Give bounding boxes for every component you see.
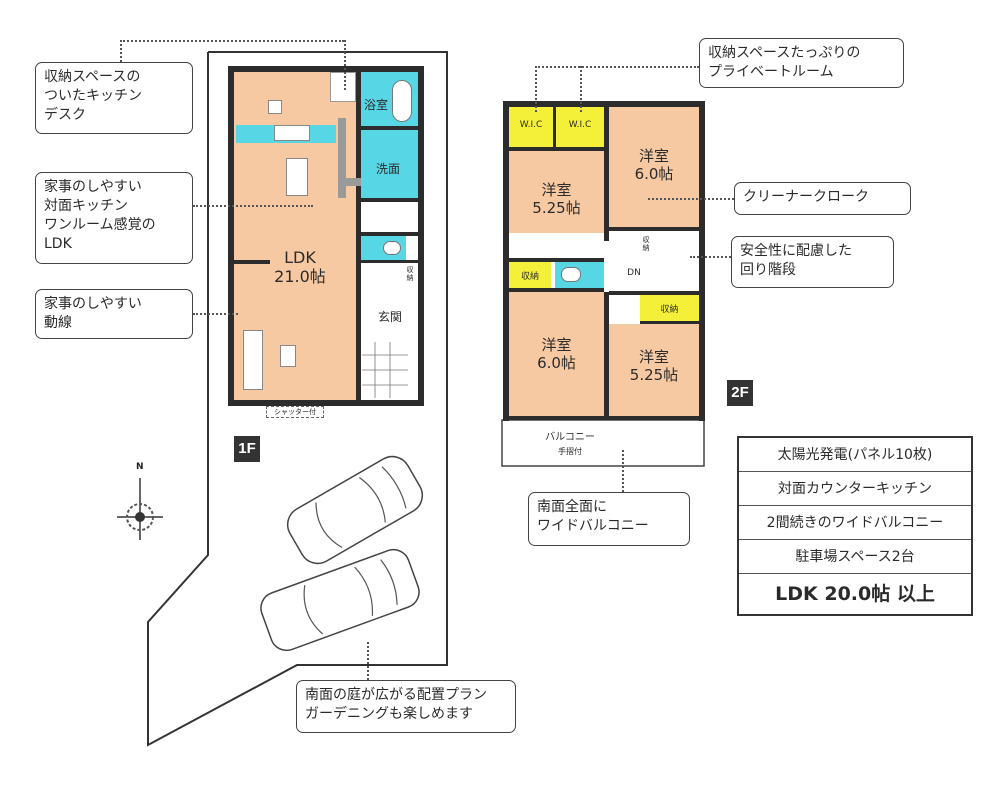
shoe-storage-label: 収納 bbox=[406, 266, 414, 282]
wic-closet: W.I.C bbox=[556, 107, 604, 147]
wic-label: W.I.C bbox=[519, 120, 543, 130]
wall bbox=[640, 321, 699, 324]
balcony-handrail-label: 手摺付 bbox=[558, 447, 582, 456]
feature-item: 駐車場スペース2台 bbox=[739, 540, 971, 574]
wall bbox=[228, 400, 424, 406]
wall bbox=[356, 66, 361, 406]
kitchen-desk bbox=[268, 100, 282, 114]
leader-line bbox=[193, 205, 313, 207]
coffee-table bbox=[280, 345, 296, 367]
lot-boundary bbox=[147, 51, 448, 747]
bathtub bbox=[392, 80, 412, 122]
stairs-down-label: DN bbox=[627, 268, 641, 278]
leader-line bbox=[120, 40, 344, 42]
wic-closet: W.I.C bbox=[509, 107, 553, 147]
leader-line bbox=[120, 40, 122, 62]
flow-arrow-icon bbox=[338, 178, 362, 186]
wall bbox=[418, 66, 424, 406]
storage-closet: 収納 bbox=[509, 262, 551, 288]
wall bbox=[234, 260, 270, 264]
western-room-sw: 洋室 6.0帖 bbox=[509, 292, 604, 416]
wall bbox=[509, 288, 604, 292]
callout-flow: 家事のしやすい 動線 bbox=[35, 289, 193, 339]
room-label: 洋室 5.25帖 bbox=[532, 181, 581, 217]
hall-stairs bbox=[609, 231, 699, 291]
flow-arrow-icon bbox=[338, 118, 346, 198]
wall bbox=[609, 291, 699, 295]
callout-garden: 南面の庭が広がる配置プラン ガーデニングも楽しめます bbox=[296, 680, 516, 733]
western-room-nw: 洋室 5.25帖 bbox=[509, 151, 604, 233]
wic-label: W.I.C bbox=[568, 120, 592, 130]
western-room-ne: 洋室 6.0帖 bbox=[609, 107, 699, 227]
wall bbox=[553, 107, 556, 147]
shutter-label: シャッター付 bbox=[266, 406, 324, 418]
room-label: 洋室 6.0帖 bbox=[537, 336, 576, 372]
callout-wide-balcony: 南面全面に ワイドバルコニー bbox=[528, 492, 690, 546]
cleaner-closet-label: 収納 bbox=[642, 236, 650, 252]
feature-item-ldk-size: LDK 20.0帖 以上 bbox=[775, 583, 935, 605]
toilet-room bbox=[555, 262, 604, 288]
leader-line bbox=[535, 66, 699, 68]
balcony-outline bbox=[501, 419, 705, 467]
dining-table bbox=[286, 158, 308, 196]
floor-2-badge: 2F bbox=[727, 380, 753, 406]
compass-north-label: N bbox=[136, 462, 144, 472]
leader-line bbox=[193, 313, 238, 315]
wall bbox=[361, 126, 418, 130]
wall bbox=[361, 260, 418, 263]
sofa bbox=[243, 330, 263, 390]
wall bbox=[361, 198, 418, 202]
feature-item: 2間続きのワイドバルコニー bbox=[739, 506, 971, 540]
balcony-label: バルコニー bbox=[545, 432, 595, 443]
wall bbox=[604, 101, 609, 241]
features-table: 太陽光発電(パネル10枚) 対面カウンターキッチン 2間続きのワイドバルコニー … bbox=[737, 436, 973, 616]
wall bbox=[228, 66, 234, 406]
ldk-label: LDK 21.0帖 bbox=[274, 248, 326, 286]
feature-item: 対面カウンターキッチン bbox=[739, 472, 971, 506]
room-label: 洋室 5.25帖 bbox=[629, 348, 679, 384]
callout-cleaner-cloak: クリーナークローク bbox=[734, 182, 911, 215]
stairs bbox=[361, 202, 418, 232]
leader-line bbox=[367, 642, 369, 680]
wall bbox=[503, 416, 705, 420]
washroom bbox=[361, 130, 418, 198]
leader-line bbox=[535, 66, 537, 112]
car-icon bbox=[260, 548, 420, 652]
toilet-icon bbox=[561, 267, 581, 282]
car-icon bbox=[286, 455, 424, 565]
callout-face-kitchen: 家事のしやすい 対面キッチン ワンルーム感覚の LDK bbox=[35, 172, 193, 264]
washroom-label: 洗面 bbox=[375, 162, 400, 176]
western-room-se: 洋室 5.25帖 bbox=[609, 324, 699, 416]
leader-line bbox=[648, 198, 734, 200]
callout-kitchen-desk: 収納スペースの ついたキッチン デスク bbox=[35, 62, 193, 134]
wall bbox=[228, 66, 424, 72]
wall bbox=[361, 232, 418, 236]
storage-label: 収納 bbox=[520, 272, 539, 282]
leader-line bbox=[690, 256, 734, 258]
wall bbox=[509, 258, 604, 262]
storage-closet: 収納 bbox=[640, 295, 699, 321]
leader-line bbox=[344, 40, 346, 90]
leader-line bbox=[622, 450, 624, 492]
storage-label: 収納 bbox=[660, 305, 679, 315]
callout-stairs-safety: 安全性に配慮した 回り階段 bbox=[731, 236, 894, 288]
wall bbox=[699, 101, 705, 421]
floor-1-badge: 1F bbox=[234, 436, 260, 462]
bath-label: 浴室 bbox=[363, 98, 388, 112]
kitchen-sink bbox=[274, 125, 310, 141]
wall bbox=[609, 227, 699, 231]
leader-line bbox=[580, 66, 582, 112]
callout-private-room: 収納スペースたっぷりの プライベートルーム bbox=[699, 38, 904, 88]
compass-icon bbox=[117, 478, 163, 540]
storage-closet bbox=[330, 72, 356, 102]
wall bbox=[503, 101, 509, 421]
toilet-icon bbox=[383, 241, 401, 255]
entrance-label: 玄関 bbox=[377, 310, 402, 324]
feature-item: 太陽光発電(パネル10枚) bbox=[739, 438, 971, 472]
wall bbox=[509, 147, 604, 151]
room-label: 洋室 6.0帖 bbox=[634, 147, 674, 183]
wall bbox=[604, 292, 609, 416]
